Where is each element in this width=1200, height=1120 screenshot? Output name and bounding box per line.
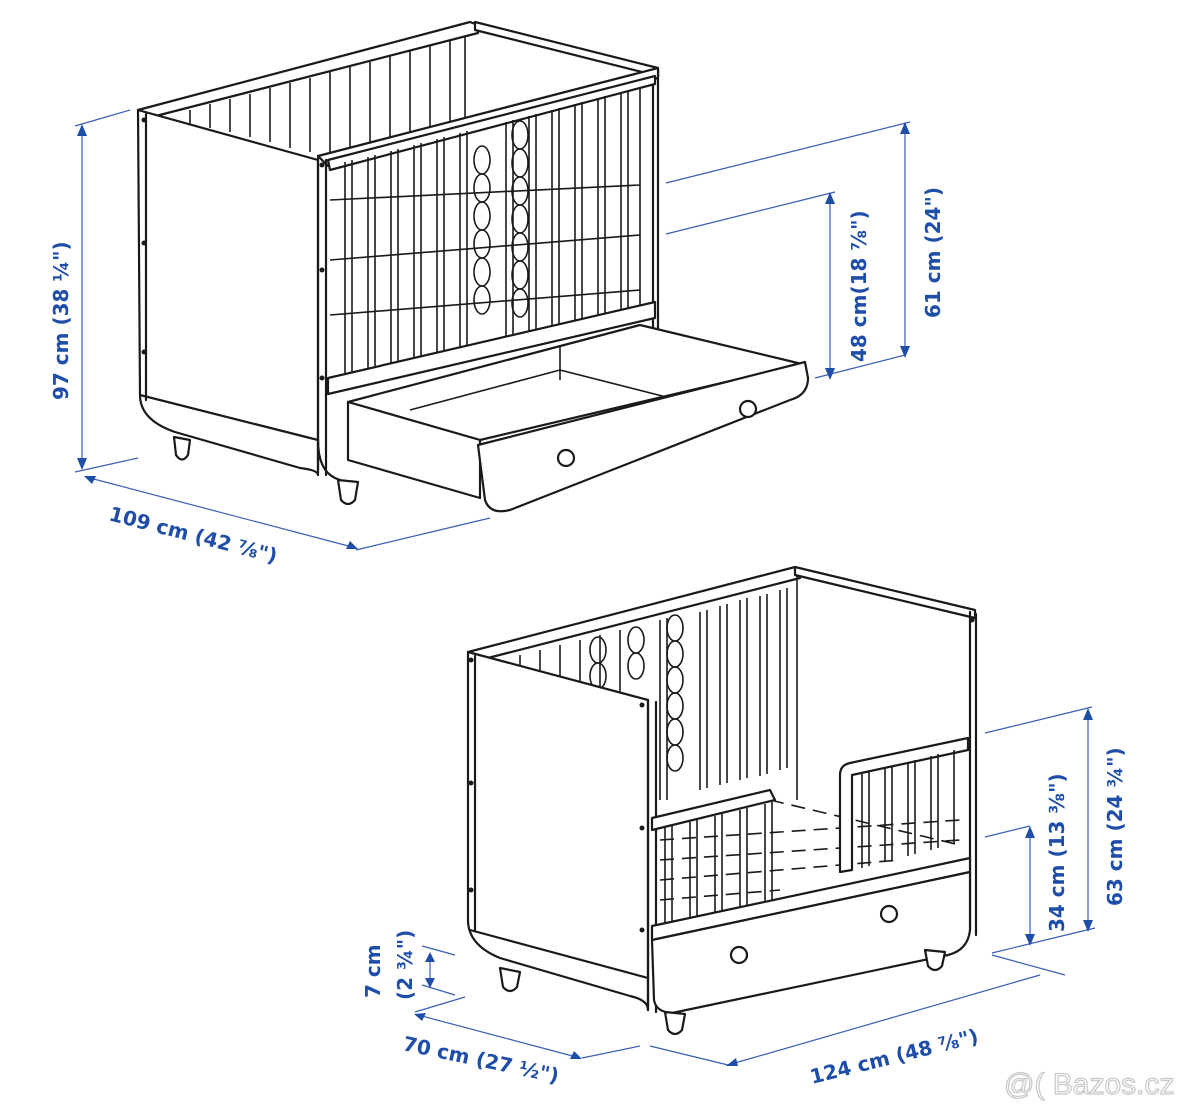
label-leg-height-in: (2 ¾"): [393, 930, 417, 1000]
crib-drawing: [136, 20, 810, 513]
label-crib-side-height: 61 cm (24"): [921, 187, 945, 318]
label-bed-width: 70 cm (27 ½"): [401, 1031, 561, 1087]
label-crib-height: 97 cm (38 ¼"): [49, 241, 73, 400]
label-crib-length: 109 cm (42 ⅞"): [107, 502, 280, 568]
toddler-bed-dimension-lines: [414, 706, 1096, 1066]
label-leg-height-cm: 7 cm: [361, 944, 385, 998]
label-guard-height: 34 cm (13 ⅜"): [1045, 773, 1069, 932]
crib-dimension-lines: [74, 109, 911, 551]
label-crib-inner-rail-height: 48 cm(18 ⅞"): [847, 210, 871, 362]
drawer: [346, 323, 810, 513]
label-bed-length: 124 cm (48 ⅞"): [807, 1024, 980, 1089]
label-total-height: 63 cm (24 ¾"): [1103, 747, 1127, 906]
watermark: @( Bazos.cz: [1004, 1068, 1175, 1101]
toddler-bed-drawing: [466, 565, 978, 1036]
